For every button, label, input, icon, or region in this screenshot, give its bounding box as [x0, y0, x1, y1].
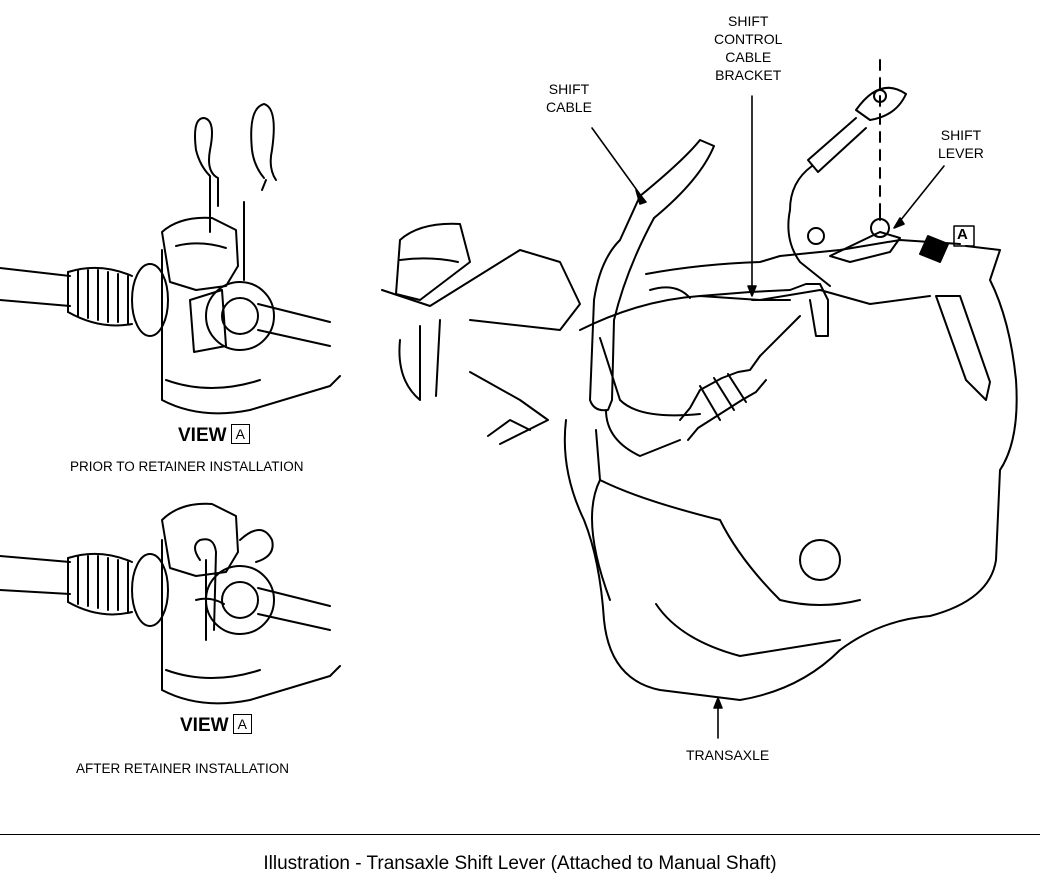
view-a-prior-subtitle: PRIOR TO RETAINER INSTALLATION [70, 459, 304, 474]
bracket-label-line-1: SHIFT [728, 13, 769, 29]
leader-lines [243, 95, 945, 739]
view-a-marker-box [953, 225, 975, 247]
shift-lever-label-line-2: LEVER [938, 145, 984, 161]
transaxle-label: TRANSAXLE [686, 747, 770, 763]
view-a-prior-marker: A [230, 424, 250, 444]
shift-lever-leader [895, 165, 945, 227]
bracket-label-line-3: CABLE [725, 49, 772, 65]
shift-cable-label-line-2: CABLE [546, 99, 592, 115]
bracket-label-line-4: BRACKET [715, 67, 782, 83]
caption-divider [0, 834, 1040, 835]
view-a-prior-title-text: VIEW [178, 425, 227, 446]
shift-cable-leader [591, 127, 645, 201]
shift-control-cable-bracket-label: SHIFT CONTROL CABLE BRACKET [714, 12, 782, 84]
figure-caption: Illustration - Transaxle Shift Lever (At… [263, 853, 777, 874]
shift-cable-label-line-1: SHIFT [548, 81, 590, 97]
shift-lever-label-line-1: SHIFT [940, 127, 982, 143]
view-a-marker-label: A [957, 226, 968, 243]
view-a-after-subtitle: AFTER RETAINER INSTALLATION [76, 761, 290, 776]
view-a-after-marker: A [232, 714, 252, 734]
bracket-label-line-2: CONTROL [714, 31, 783, 47]
view-a-prior-drawing [0, 103, 341, 415]
view-a-after-drawing [0, 502, 341, 705]
transaxle-drawing [381, 59, 1018, 701]
shift-cable-label: SHIFT CABLE [546, 80, 592, 116]
shift-lever-label: SHIFT LEVER [938, 126, 984, 162]
view-a-after-title-text: VIEW [180, 715, 229, 736]
